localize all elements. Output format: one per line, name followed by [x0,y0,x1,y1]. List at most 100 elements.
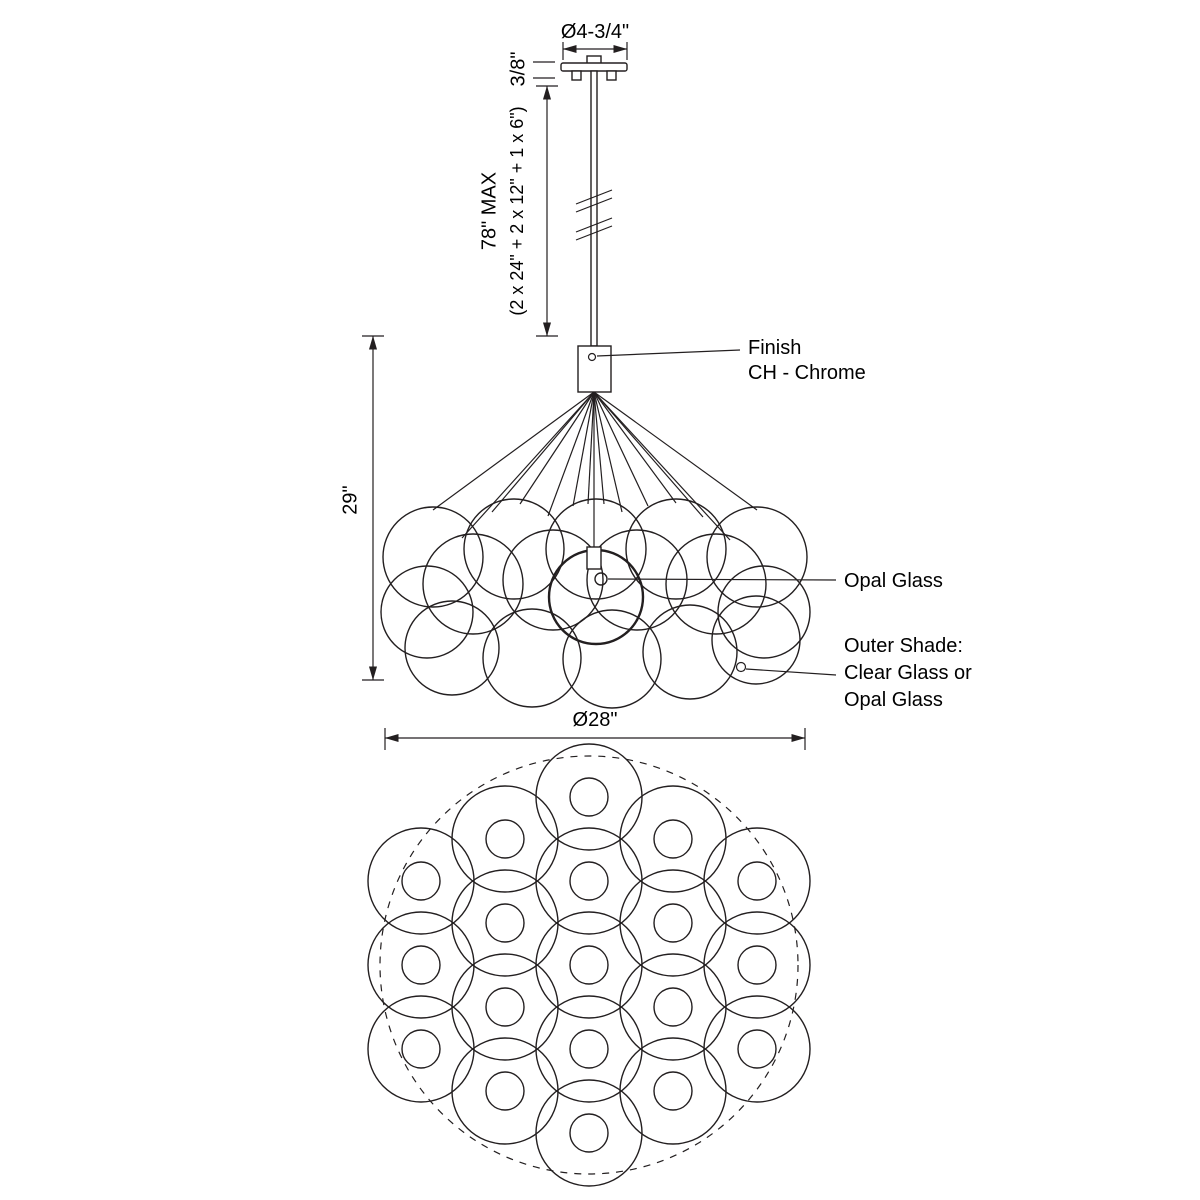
cable [593,391,677,504]
cable [593,391,605,505]
shade-inner-circle [401,945,441,985]
glass-sphere [422,533,524,635]
shade-outer-circle [619,869,727,977]
shade-inner-circle [653,987,693,1027]
plan-shade [451,953,559,1061]
dimension-text: Ø4-3/4" [561,21,629,43]
label-text: Opal Glass [844,570,943,592]
plan-shade [535,743,643,851]
shade-outer-circle [367,911,475,1019]
shade-outer-circle [451,785,559,893]
shade-inner-circle [653,819,693,859]
canopy-screw-right [606,70,617,81]
hanging-rod [590,70,598,347]
label-text: Finish [748,337,801,359]
overall-diameter-dashed-circle [379,755,799,1175]
shade-outer-circle [535,995,643,1103]
dimension-text: (2 x 24" + 2 x 12" + 1 x 6") [507,106,527,315]
shade-outer-circle [535,827,643,935]
glass-sphere [706,506,808,608]
break-mark-line [575,225,613,241]
shade-outer-circle [535,1079,643,1187]
plan-shade [535,995,643,1103]
leader-line [607,578,837,581]
plan-shade [367,995,475,1103]
center-sphere-assembly [547,546,645,646]
cable-hub [577,345,612,393]
dimension-canopy-diameter: Ø4-3/4" [561,21,629,60]
shade-inner-circle [485,903,525,943]
dimension-annotations: Ø4-3/4" 3/8" 78" MAX (2 x 24" + 2 x 12" … [339,21,806,750]
shade-outer-circle [703,995,811,1103]
shade-outer-circle [451,1037,559,1145]
plan-shade [451,1037,559,1145]
bulb-marker [594,572,608,586]
plan-shade [703,995,811,1103]
canopy-plate [560,62,628,72]
plan-shade [619,785,727,893]
callout-finish: Finish CH - Chrome [596,337,866,384]
label-text: Clear Glass or [844,662,972,684]
leader-line [745,668,837,676]
dimension-text: 29" [339,485,361,514]
shade-inner-circle [485,987,525,1027]
glass-sphere [380,565,474,659]
rod-break-marks [575,189,613,241]
shade-inner-circle [653,1071,693,1111]
elevation-view [380,55,811,709]
hub-screw [587,352,597,362]
plan-shade [703,911,811,1019]
cable [587,391,595,505]
shade-inner-circle [401,861,441,901]
label-text: CH - Chrome [748,362,866,384]
break-mark-line [575,189,613,205]
shade-outer-circle [703,827,811,935]
glass-sphere [382,506,484,608]
shade-outer-circle [619,1037,727,1145]
lamp-socket [586,546,602,570]
glass-sphere [642,604,738,700]
glass-sphere [545,498,647,600]
shade-inner-circle [653,903,693,943]
plan-shade [451,785,559,893]
cable [593,391,704,518]
dimension-rod-length: 78" MAX (2 x 24" + 2 x 12" + 1 x 6") [478,85,558,337]
sphere-cluster [380,498,811,709]
shade-inner-circle [569,861,609,901]
glass-sphere [463,498,565,600]
canopy-screw-left [571,70,582,81]
shade-outer-circle [619,785,727,893]
shade-inner-circle [569,945,609,985]
hub-body [577,345,612,393]
shade-outer-circle [367,827,475,935]
dimension-text: 3/8" [507,52,529,87]
cable [547,391,595,517]
shade-outer-circle [451,869,559,977]
glass-sphere [665,533,767,635]
plan-shade [619,953,727,1061]
shade-inner-circle [485,1071,525,1111]
dimension-fixture-diameter: Ø28" [384,709,806,750]
glass-sphere [482,608,582,708]
callout-labels: Finish CH - Chrome Opal Glass Outer Shad… [596,337,972,711]
glass-sphere [711,595,801,685]
plan-view [367,743,811,1187]
cable [593,391,649,507]
glass-sphere [625,498,727,600]
cable [572,391,595,507]
shade-outer-circle [451,953,559,1061]
callout-opal-glass: Opal Glass [607,570,943,592]
dimension-canopy-height: 3/8" [507,52,555,87]
shade-outer-circle [535,743,643,851]
cable [461,391,595,539]
shade-inner-circle [569,1113,609,1153]
plan-shade [535,911,643,1019]
cable [491,391,595,513]
shade-inner-circle [569,1029,609,1069]
shade-outer-circle [619,953,727,1061]
plan-shade [451,869,559,977]
dimension-text: Ø28" [573,709,618,731]
cable [593,391,731,541]
